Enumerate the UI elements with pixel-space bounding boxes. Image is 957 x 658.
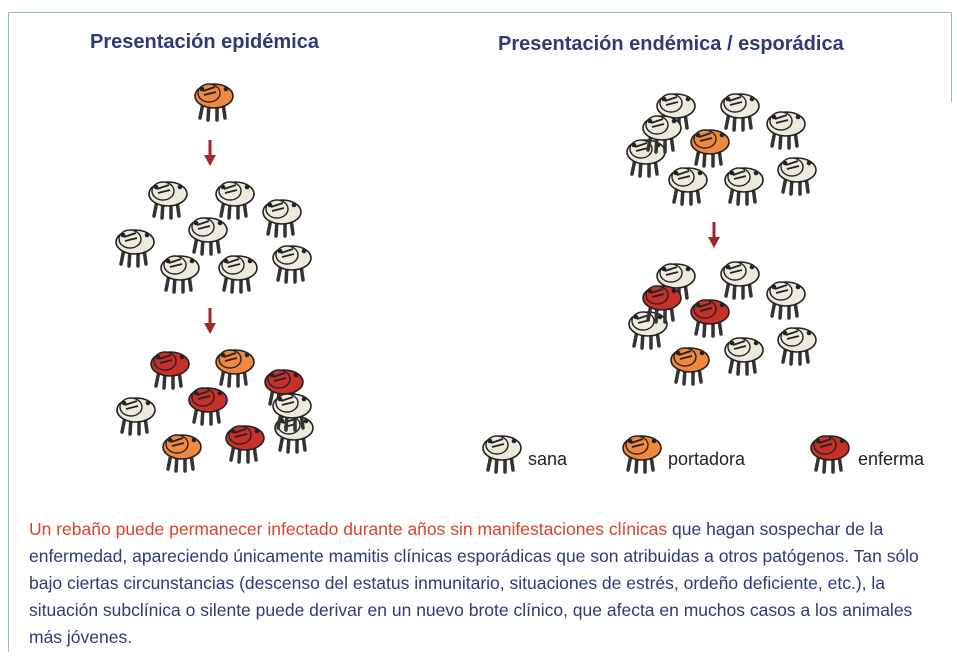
sheep-healthy-icon	[187, 216, 229, 256]
sheep-carrier-icon	[669, 346, 711, 386]
arrow-down-icon	[202, 306, 218, 336]
sheep-healthy-icon	[261, 198, 303, 238]
caption-text: que hagan sospechar de la enfermedad, ap…	[29, 519, 919, 647]
sheep-healthy-icon	[667, 166, 709, 206]
sheep-healthy-icon	[776, 326, 818, 366]
sheep-sick-icon	[149, 350, 191, 390]
border-left	[8, 12, 9, 652]
sheep-healthy-icon	[765, 280, 807, 320]
sheep-healthy-icon	[271, 244, 313, 284]
herd-diagram	[114, 82, 851, 474]
sheep-carrier-icon	[193, 82, 235, 122]
epidemic-title: Presentación epidémica	[90, 31, 319, 53]
sheep-healthy-icon	[625, 138, 667, 178]
sheep-healthy-icon	[114, 228, 156, 268]
sheep-carrier-icon	[689, 128, 731, 168]
sheep-healthy-icon	[723, 166, 765, 206]
sheep-healthy-icon	[765, 110, 807, 150]
sheep-healthy-icon	[723, 336, 765, 376]
sheep-healthy-icon	[159, 254, 201, 294]
legend-label-sick: enferma	[858, 449, 925, 469]
sheep-sick-icon	[187, 386, 229, 426]
legend-sick-sheep-icon	[809, 434, 851, 474]
arrow-down-icon	[202, 138, 218, 168]
sheep-sick-icon	[224, 424, 266, 464]
legend-label-healthy: sana	[528, 449, 568, 469]
legend-label-carrier: portadora	[668, 449, 746, 469]
border-right	[951, 12, 952, 102]
sheep-carrier-icon	[161, 433, 203, 473]
sheep-healthy-icon	[147, 180, 189, 220]
sheep-sick-icon	[689, 298, 731, 338]
legend-healthy-sheep-icon	[481, 434, 523, 474]
endemic-title: Presentación endémica / esporádica	[498, 33, 844, 55]
arrow-down-icon	[706, 220, 722, 250]
border-top	[8, 12, 952, 13]
legend-carrier-sheep-icon	[621, 434, 663, 474]
herds	[114, 82, 818, 473]
caption-highlight: Un rebaño puede permanecer infectado dur…	[29, 519, 668, 539]
sheep-carrier-icon	[214, 348, 256, 388]
caption-paragraph: Un rebaño puede permanecer infectado dur…	[29, 516, 941, 651]
sheep-healthy-icon	[719, 260, 761, 300]
sheep-healthy-icon	[776, 156, 818, 196]
sheep-healthy-icon	[214, 180, 256, 220]
sheep-healthy-icon	[719, 92, 761, 132]
sheep-healthy-icon	[217, 254, 259, 294]
sheep-healthy-icon	[115, 396, 157, 436]
